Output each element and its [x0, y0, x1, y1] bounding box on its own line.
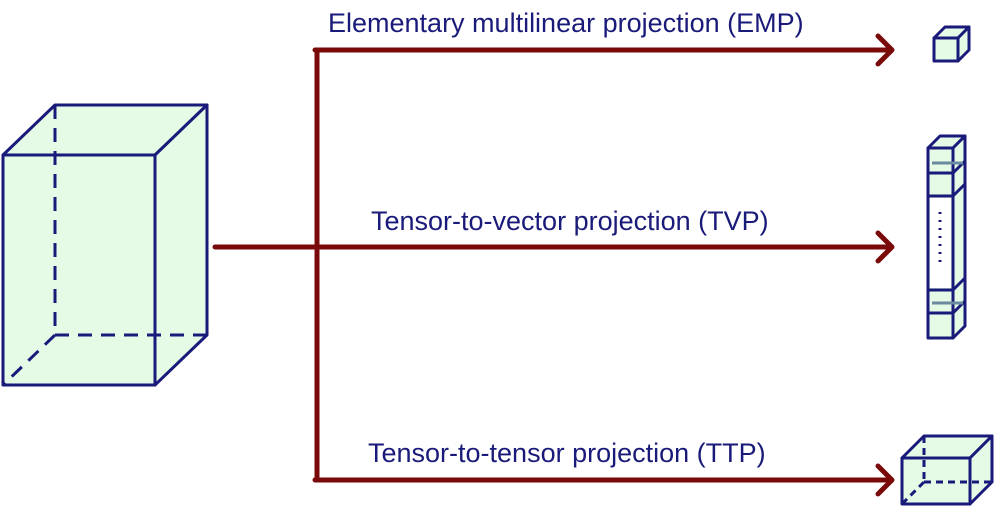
emp-label: Elementary multilinear projection (EMP)	[328, 8, 804, 38]
source-box-front-face	[1, 153, 157, 387]
source-box-hidden-edge-diagonal	[1, 333, 57, 387]
projection-arrows	[212, 33, 895, 497]
tvp-ellipsis-region	[930, 198, 951, 288]
tvp-arrowhead	[875, 230, 895, 264]
tvp-element-separator-1	[928, 159, 967, 175]
source-box-side-face	[153, 103, 209, 387]
emp-cube-front-face	[932, 36, 960, 63]
tvp-label: Tensor-to-vector projection (TVP)	[371, 206, 769, 236]
ttp-box-side-face	[968, 434, 994, 506]
emp-cube-side-face	[956, 25, 971, 63]
ttp-tensor-box	[900, 434, 994, 506]
source-tensor-box	[1, 103, 209, 387]
emp-scalar-cube	[932, 25, 971, 63]
tvp-element-separator-3	[928, 276, 967, 292]
tvp-vector-column	[926, 134, 967, 340]
ttp-label: Tensor-to-tensor projection (TTP)	[368, 438, 766, 468]
tvp-element-separator-4	[928, 299, 967, 315]
emp-arrowhead	[875, 33, 895, 67]
ttp-arrowhead	[875, 463, 895, 497]
tvp-element-separator-2	[928, 182, 967, 198]
ttp-box-hidden-edge-diagonal	[900, 480, 926, 506]
